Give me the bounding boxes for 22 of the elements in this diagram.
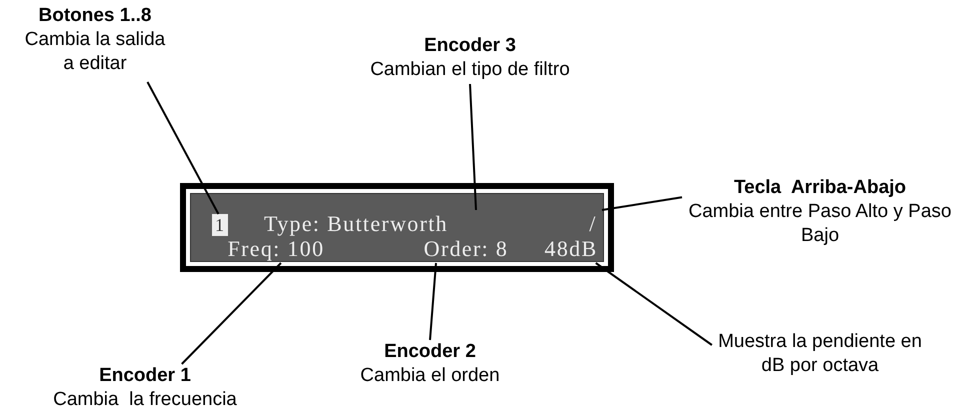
callout-title: Encoder 3	[424, 34, 516, 58]
selected-output-indicator: 1	[212, 214, 228, 236]
lcd-text: Freq: 100	[214, 235, 338, 263]
callout-title: Encoder 2	[384, 340, 476, 364]
leader-line	[469, 84, 477, 210]
callout-description: Cambia el orden	[360, 364, 500, 388]
callout-description: Cambia la frecuencia	[53, 388, 237, 412]
callout-title: Encoder 1	[99, 364, 191, 388]
callout-title: Tecla Arriba-Abajo	[734, 176, 906, 200]
lcd-text: Type: Butterworth	[236, 210, 476, 238]
lcd-display	[180, 183, 614, 272]
leader-line	[146, 82, 220, 214]
callout-description: Cambia entre Paso Alto y Paso Bajo	[688, 200, 952, 248]
lcd-text: /	[584, 210, 602, 238]
callout-title: Botones 1..8	[38, 4, 152, 28]
lcd-text: Order: 8	[411, 235, 521, 263]
leader-line	[429, 262, 437, 340]
callout-description: Cambian el tipo de filtro	[370, 58, 570, 82]
lcd-text: 48dB	[540, 235, 602, 263]
callout-description: Cambia la salida a editar	[24, 28, 166, 76]
leader-line	[595, 262, 712, 346]
callout-description: Muestra la pendiente en dB por octava	[717, 330, 923, 378]
